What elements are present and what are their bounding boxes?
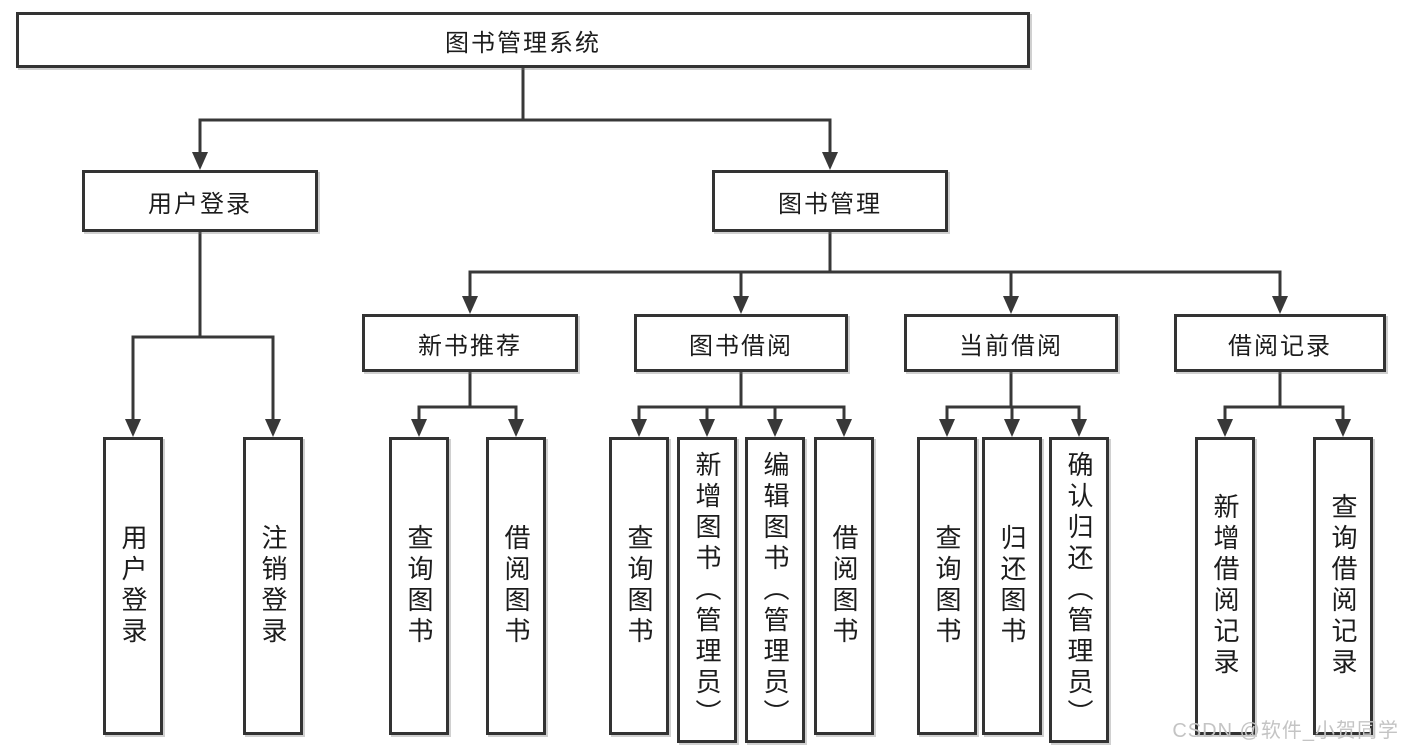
node-new-book-recommend: 新书推荐 bbox=[362, 314, 578, 372]
node-leaf-query-books-3: 查询图书 bbox=[917, 437, 977, 735]
node-borrow-records: 借阅记录 bbox=[1174, 314, 1386, 372]
node-leaf-edit-books-admin: 编辑图书（管理员） bbox=[745, 437, 805, 743]
csdn-watermark: CSDN @软件_小贺同学 bbox=[1172, 720, 1399, 742]
node-book-management: 图书管理 bbox=[712, 170, 948, 232]
node-leaf-query-borrow-record: 查询借阅记录 bbox=[1313, 437, 1373, 735]
node-book-system: 图书管理系统 bbox=[16, 12, 1030, 68]
node-leaf-borrow-books-1: 借阅图书 bbox=[486, 437, 546, 735]
node-leaf-user-login: 用户登录 bbox=[103, 437, 163, 735]
node-leaf-add-books-admin: 新增图书（管理员） bbox=[677, 437, 737, 743]
node-user-login: 用户登录 bbox=[82, 170, 318, 232]
arrowheads bbox=[125, 152, 1351, 437]
node-leaf-query-books-2: 查询图书 bbox=[609, 437, 669, 735]
node-leaf-query-books-1: 查询图书 bbox=[389, 437, 449, 735]
node-leaf-add-borrow-record: 新增借阅记录 bbox=[1195, 437, 1255, 735]
node-leaf-logout: 注销登录 bbox=[243, 437, 303, 735]
node-book-borrow: 图书借阅 bbox=[634, 314, 848, 372]
node-leaf-confirm-return-admin: 确认归还（管理员） bbox=[1049, 437, 1109, 743]
node-leaf-borrow-books-2: 借阅图书 bbox=[814, 437, 874, 735]
node-leaf-return-books: 归还图书 bbox=[982, 437, 1042, 735]
node-current-borrow: 当前借阅 bbox=[904, 314, 1118, 372]
